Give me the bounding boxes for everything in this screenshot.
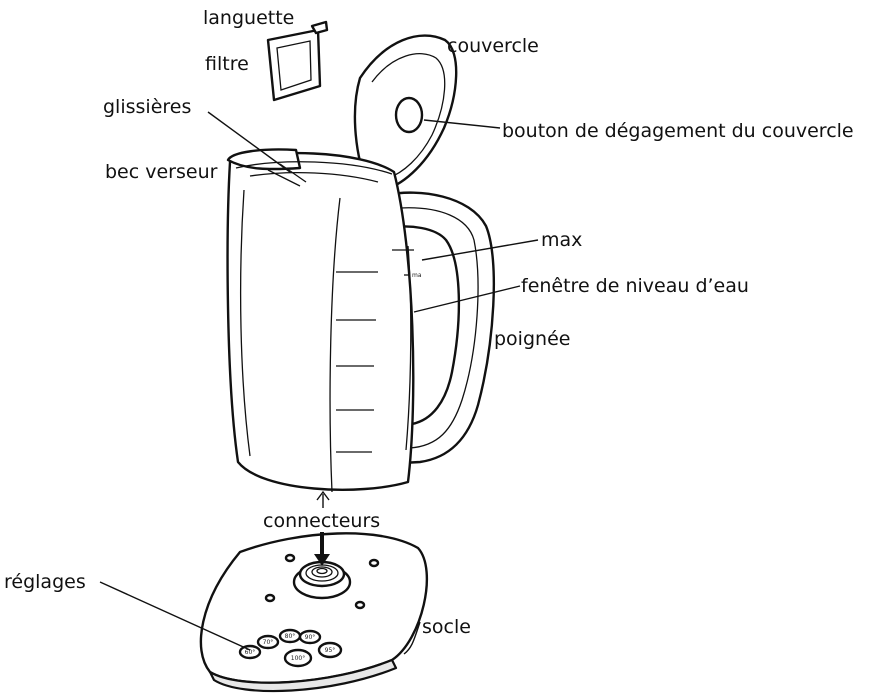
lid-part (353, 34, 458, 194)
temp-button-95-label: 95° (325, 647, 336, 654)
handle-part (382, 191, 496, 466)
label-glissieres: glissières (103, 96, 191, 118)
temp-button-100-label: 100° (291, 655, 305, 662)
temp-button-95[interactable]: 95° (317, 641, 343, 659)
max-mark-text: ma (412, 272, 422, 279)
temp-button-90-label: 90° (305, 634, 316, 641)
label-couvercle: couvercle (447, 35, 539, 57)
label-reglages: réglages (4, 571, 86, 593)
label-socle: socle (422, 616, 471, 638)
base-part (199, 532, 429, 693)
temp-button-60-label: 60° (245, 649, 256, 656)
temp-button-60[interactable]: 60° (238, 644, 262, 660)
level-marks: ma (336, 271, 422, 453)
temp-button-70[interactable]: 70° (256, 634, 280, 650)
temp-button-80[interactable]: 80° (278, 628, 302, 644)
temperature-controls: 60° 70° 80° 90° 95° 100° (238, 628, 343, 668)
kettle-body (226, 148, 415, 493)
label-bouton-degagement: bouton de dégagement du couvercle (502, 120, 854, 142)
connector-arrows (314, 490, 330, 566)
labels: languette filtre couvercle glissières bo… (4, 7, 854, 638)
label-fenetre-niveau: fenêtre de niveau d’eau (521, 275, 749, 297)
label-connecteurs: connecteurs (263, 510, 380, 532)
label-max: max (541, 229, 582, 251)
temp-button-70-label: 70° (263, 639, 274, 646)
label-languette: languette (203, 7, 294, 29)
filter-part (266, 20, 329, 102)
temp-button-80-label: 80° (285, 633, 296, 640)
label-filtre: filtre (205, 53, 249, 75)
leader-lines (99, 111, 539, 655)
label-bec-verseur: bec verseur (105, 161, 218, 183)
label-poignee: poignée (494, 328, 570, 350)
temp-button-90[interactable]: 90° (298, 629, 322, 645)
temp-button-100[interactable]: 100° (283, 648, 313, 668)
